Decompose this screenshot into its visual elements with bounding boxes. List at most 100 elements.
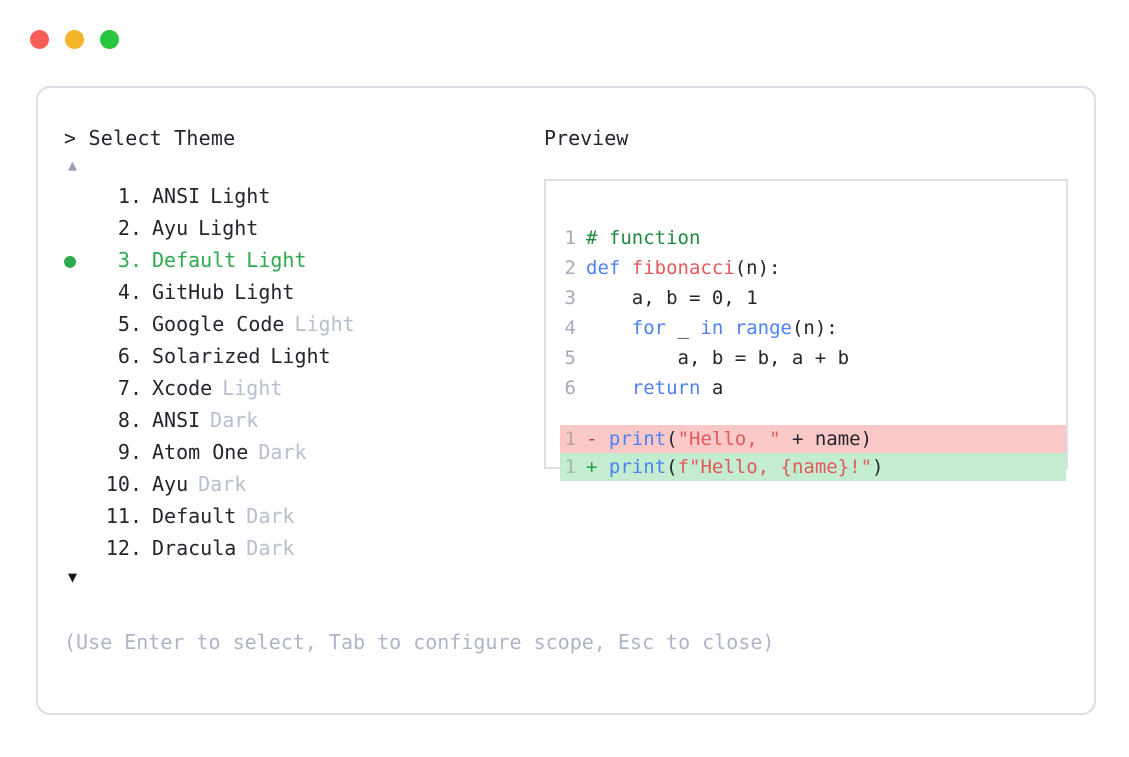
diff-minus-sign: -: [586, 428, 598, 450]
diff-lines: 1- print("Hello, " + name)1+ print(f"Hel…: [560, 425, 1066, 481]
code-line: 4 for _ in range(n):: [560, 313, 1066, 343]
theme-item-variant: Dark: [246, 536, 295, 560]
code-token: def: [586, 257, 632, 279]
code-preview: 1 # function 2 def fibonacci (n): 3 a, b = 0,…: [560, 223, 1066, 481]
theme-item-name: ANSI: [152, 184, 201, 208]
theme-item-name: Solarized: [152, 344, 261, 368]
code-token: a, b = b, a + b: [586, 347, 850, 369]
theme-item-variant: Light: [270, 344, 331, 368]
minimize-window-button[interactable]: [65, 30, 84, 49]
code-token: # function: [586, 227, 701, 249]
line-number: 4: [564, 317, 576, 339]
theme-item-name: Ayu: [152, 216, 189, 240]
bullet-spacer: [64, 308, 94, 340]
theme-item-number: 6.: [117, 344, 142, 368]
line-number: 3: [564, 287, 576, 309]
code-line: 1 # function: [560, 223, 1066, 253]
keyboard-hint-text: (Use Enter to select, Tab to configure s…: [64, 630, 775, 654]
line-number: 6: [564, 377, 576, 399]
theme-item-name: Ayu: [152, 472, 189, 496]
theme-list-item[interactable]: 6. Solarized Light: [64, 340, 534, 372]
diff-removed-line: 1- print("Hello, " + name): [560, 425, 1066, 453]
code-token: range: [734, 317, 792, 339]
code-line-text: for _ in range(n):: [586, 313, 838, 343]
theme-item-name: Xcode: [152, 376, 213, 400]
code-token: [597, 428, 608, 450]
bullet-spacer: [64, 372, 94, 404]
code-line-text: return a: [586, 373, 724, 403]
code-token: a: [700, 377, 724, 399]
diff-plus-sign: +: [586, 456, 598, 478]
code-token: [723, 317, 734, 339]
code-line-text: a, b = 0, 1: [586, 283, 758, 313]
code-token: print: [608, 428, 667, 450]
theme-item-variant: Light: [222, 376, 283, 400]
theme-item-variant: Dark: [258, 440, 307, 464]
theme-item-variant: Light: [198, 216, 259, 240]
code-token: (: [666, 428, 678, 450]
code-token: "Hello, ": [677, 428, 781, 450]
code-token: return: [631, 377, 701, 399]
diff-line-text: print(f"Hello, {name}!"): [597, 453, 884, 481]
theme-item-number: 2.: [117, 216, 142, 240]
theme-item-number: 9.: [117, 440, 142, 464]
code-token: 1: [746, 287, 758, 309]
bullet-spacer: [64, 276, 94, 308]
code-token: ): [872, 456, 884, 478]
theme-item-variant: Light: [294, 312, 355, 336]
code-line: 6 return a: [560, 373, 1066, 403]
code-token: f"Hello, {name}!": [677, 456, 873, 478]
code-token: a, b =: [586, 287, 712, 309]
code-line-text: a, b = b, a + b: [586, 343, 850, 373]
code-token: fibonacci: [631, 257, 735, 279]
code-token: (: [666, 456, 678, 478]
theme-item-name: Default: [152, 248, 237, 272]
code-token: + name): [780, 428, 873, 450]
line-number: 1: [564, 428, 576, 450]
theme-item-variant: Dark: [198, 472, 247, 496]
close-window-button[interactable]: [30, 30, 49, 49]
code-token: in: [700, 317, 724, 339]
bullet-spacer: [64, 436, 94, 468]
preview-panel: 1 # function 2 def fibonacci (n): 3 a, b = 0,…: [544, 179, 1068, 481]
bullet-spacer: [64, 340, 94, 372]
line-number: 2: [564, 257, 576, 279]
code-token: [586, 377, 632, 399]
scroll-up-arrow-icon[interactable]: ▲: [68, 156, 78, 174]
theme-item-variant: Light: [210, 184, 271, 208]
code-token: 0: [711, 287, 724, 309]
code-lines: 1 # function 2 def fibonacci (n): 3 a, b = 0,…: [560, 223, 1066, 403]
theme-list-item[interactable]: 9. Atom One Dark: [64, 436, 534, 468]
code-token: (n):: [791, 317, 838, 339]
preview-label: Preview: [544, 126, 629, 150]
theme-item-name: Atom One: [152, 440, 249, 464]
line-number: 1: [564, 227, 576, 249]
theme-item-name: Default: [152, 504, 237, 528]
scroll-down-arrow-icon[interactable]: ▼: [68, 568, 78, 586]
code-token: print: [608, 456, 667, 478]
theme-list-item[interactable]: 7. Xcode Light: [64, 372, 534, 404]
theme-item-variant: Dark: [246, 504, 295, 528]
line-number: 5: [564, 347, 576, 369]
maximize-window-button[interactable]: [100, 30, 119, 49]
theme-item-variant: Dark: [210, 408, 259, 432]
theme-list-item[interactable]: 2. Ayu Light: [64, 212, 534, 244]
window-titlebar: [0, 0, 1129, 72]
theme-item-number: 7.: [117, 376, 142, 400]
bullet-spacer: [64, 500, 94, 532]
theme-item-variant: Light: [234, 280, 295, 304]
window-controls: [30, 30, 119, 49]
theme-item-number: 12.: [105, 536, 142, 560]
preview-column: Preview 1 # function 2 def fibonacci (n): 3 a…: [544, 124, 1072, 481]
